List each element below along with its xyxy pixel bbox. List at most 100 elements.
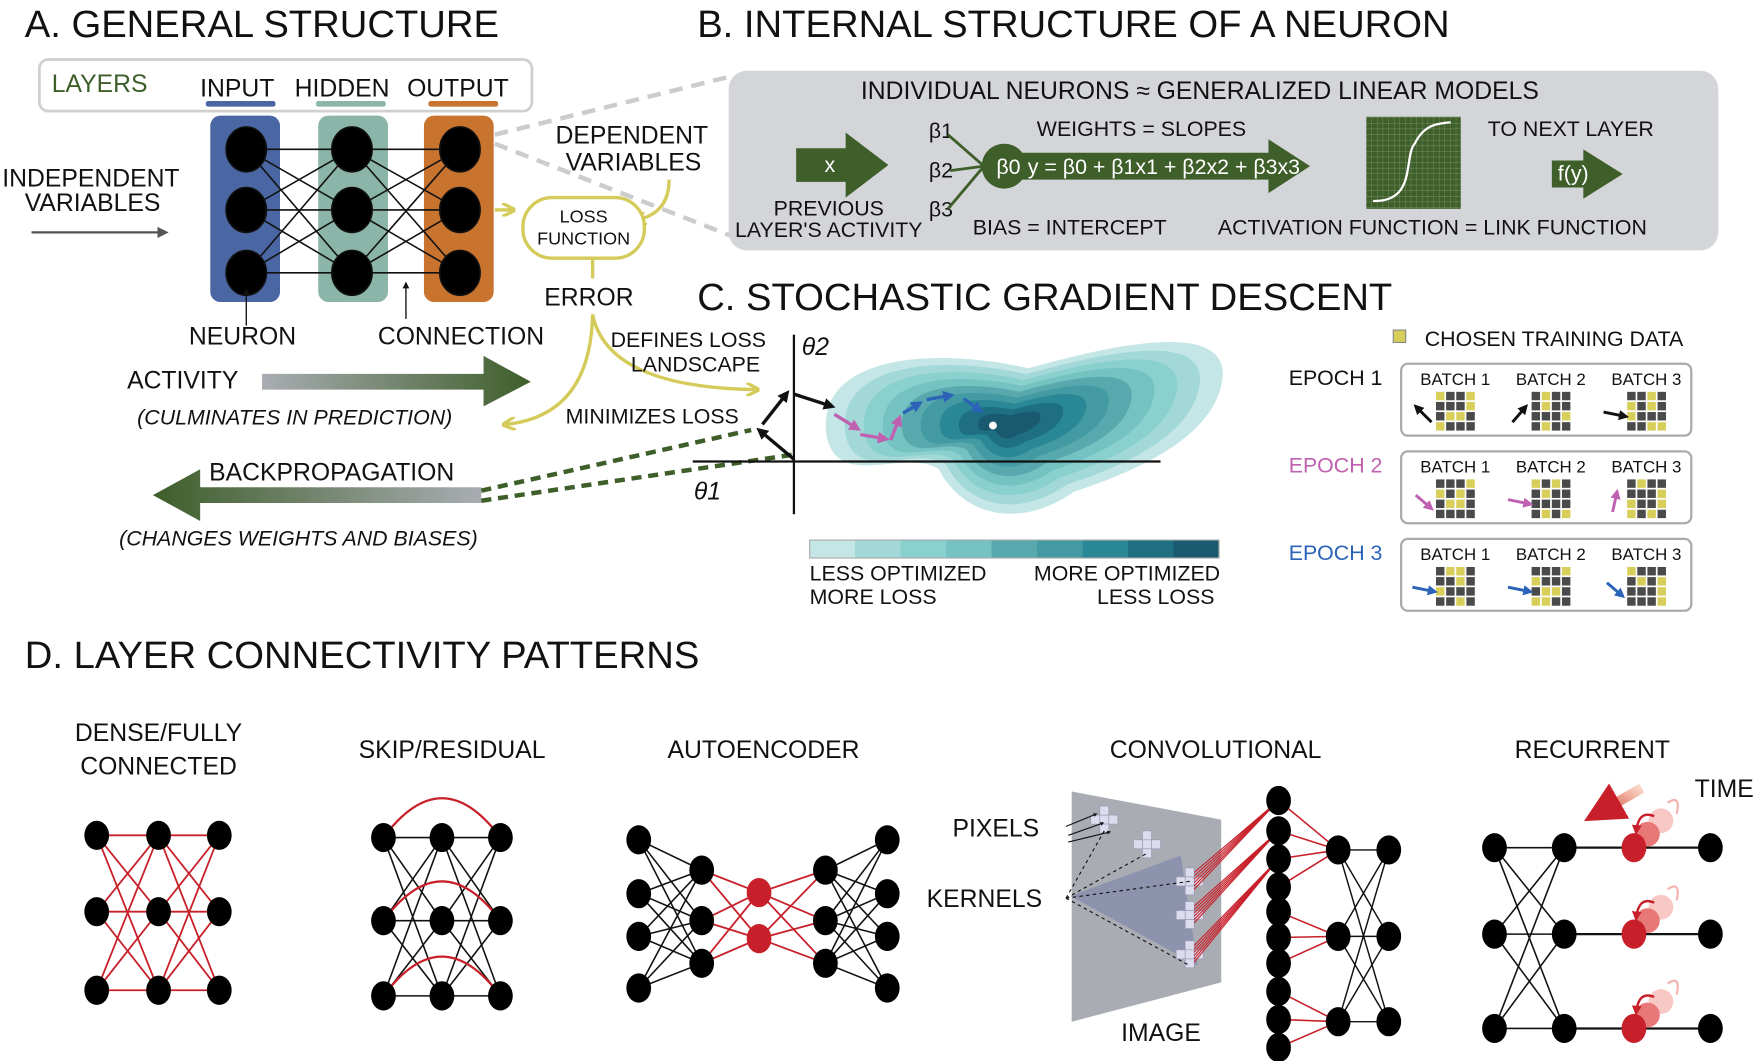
colorbar-segment xyxy=(1128,540,1175,559)
batch-cell xyxy=(1561,597,1571,606)
autoencoder-network xyxy=(626,825,900,1003)
kernel-pixel xyxy=(1175,910,1186,920)
panel-d: D. LAYER CONNECTIVITY PATTERNS DENSE/FUL… xyxy=(25,634,1754,1061)
network-edge xyxy=(1193,858,1280,963)
connection-edge xyxy=(351,148,461,274)
equation: y = β0 + β1x1 + β2x2 + β3x3 xyxy=(1028,155,1300,179)
dependent-variables-label-1: DEPENDENT xyxy=(556,123,709,150)
neuron-node xyxy=(330,126,374,173)
convolutional-label: CONVOLUTIONAL xyxy=(1110,737,1322,764)
batch-direction-arrow xyxy=(1610,488,1621,513)
batch-cell xyxy=(1456,597,1465,606)
recurrent-node xyxy=(1621,833,1647,863)
batch-cell xyxy=(1637,587,1646,596)
skip-connection xyxy=(382,880,502,922)
batch-cell xyxy=(1551,412,1561,421)
colorbar-right-1: MORE OPTIMIZED xyxy=(1034,561,1220,585)
loss-function-label-2: FUNCTION xyxy=(537,229,630,249)
batch-direction-arrow xyxy=(1412,585,1438,596)
batch-cell xyxy=(1446,509,1455,519)
recurrent-loop xyxy=(1631,813,1655,835)
batch-cell xyxy=(1627,577,1636,586)
batch-cell xyxy=(1541,401,1551,411)
network-node xyxy=(206,897,232,927)
batch-cell xyxy=(1647,479,1656,488)
sgd-step-arrow xyxy=(761,390,790,426)
skip-connection xyxy=(382,797,502,839)
hidden-swatch xyxy=(315,101,386,107)
batch-cell xyxy=(1627,422,1636,431)
activation-label: ACTIVATION FUNCTION = LINK FUNCTION xyxy=(1218,216,1647,240)
network-node xyxy=(874,921,900,951)
colorbar xyxy=(809,539,1220,559)
pixels-label: PIXELS xyxy=(952,815,1039,842)
batch-cell xyxy=(1551,509,1561,519)
network-node xyxy=(1376,835,1402,865)
batch-cell xyxy=(1637,597,1646,606)
chosen-data-label: CHOSEN TRAINING DATA xyxy=(1425,327,1684,351)
next-layer-label: TO NEXT LAYER xyxy=(1488,117,1654,141)
legend-input: INPUT xyxy=(200,76,274,103)
sigmoid-curve xyxy=(1373,121,1451,203)
connection-label: CONNECTION xyxy=(378,324,544,351)
batch-direction-arrow xyxy=(1414,494,1434,511)
sgd-step-arrow xyxy=(902,401,923,415)
batch-cell xyxy=(1561,509,1571,519)
panel-c-title: C. STOCHASTIC GRADIENT DESCENT xyxy=(697,276,1392,319)
sgd-path xyxy=(756,390,984,461)
batch-cell xyxy=(1627,597,1636,606)
colorbar-segment xyxy=(991,540,1038,559)
network-node xyxy=(874,879,900,909)
network-edge xyxy=(441,837,502,922)
network-edge xyxy=(638,920,703,989)
batch-cell xyxy=(1436,479,1445,488)
batch-cell xyxy=(1647,509,1656,519)
conv-input-node xyxy=(1266,922,1291,953)
batch-label: BATCH 1 xyxy=(1420,370,1490,389)
network-edge xyxy=(382,837,443,922)
backprop-arrow xyxy=(152,469,482,521)
batch-cell xyxy=(1551,401,1561,411)
neuron-node xyxy=(438,186,481,234)
skip-network xyxy=(371,797,513,1011)
batch-cell xyxy=(1531,597,1541,606)
kernels-pointer xyxy=(1065,897,1191,967)
batch-cell xyxy=(1436,499,1445,509)
layers-legend-label: LAYERS xyxy=(52,71,148,98)
layers-legend-box xyxy=(37,58,534,113)
panel-b-title: B. INTERNAL STRUCTURE OF A NEURON xyxy=(697,3,1449,46)
batch-cell xyxy=(1627,509,1636,519)
network-edge xyxy=(1337,849,1390,1022)
batch-cell xyxy=(1541,577,1551,586)
colorbar-left-1: LESS OPTIMIZED xyxy=(810,561,987,585)
batch-direction-arrow xyxy=(1507,497,1534,508)
kernel-pixel xyxy=(1184,867,1195,878)
network-node xyxy=(1698,833,1723,863)
network-edge xyxy=(1337,936,1390,1023)
backprop-label: BACKPROPAGATION xyxy=(209,460,454,487)
batch-cell xyxy=(1466,499,1475,509)
network-edge xyxy=(157,911,220,991)
batch-cell xyxy=(1561,422,1571,431)
batch-cell xyxy=(1531,499,1541,509)
network-node xyxy=(689,906,715,936)
network-edge xyxy=(758,891,827,964)
kernels-label: KERNELS xyxy=(927,886,1042,913)
loss-function-label-1: LOSS xyxy=(560,206,608,226)
network-edge xyxy=(96,834,160,913)
network-node xyxy=(488,822,513,853)
equation-arrow xyxy=(1012,139,1311,194)
panel-b: B. INTERNAL STRUCTURE OF A NEURON INDIVI… xyxy=(697,3,1719,251)
network-node xyxy=(626,973,652,1003)
network-edge xyxy=(638,869,703,937)
image-label: IMAGE xyxy=(1121,1020,1201,1047)
network-node xyxy=(1698,1013,1723,1044)
batch-cell xyxy=(1647,577,1656,586)
batch-cell xyxy=(1637,479,1646,488)
kernel-pixel xyxy=(1175,876,1186,887)
network-node xyxy=(1551,919,1577,949)
dense-network xyxy=(84,820,232,1005)
neuron-heading: INDIVIDUAL NEURONS ≈ GENERALIZED LINEAR … xyxy=(861,78,1539,105)
batch-cell xyxy=(1456,509,1465,519)
